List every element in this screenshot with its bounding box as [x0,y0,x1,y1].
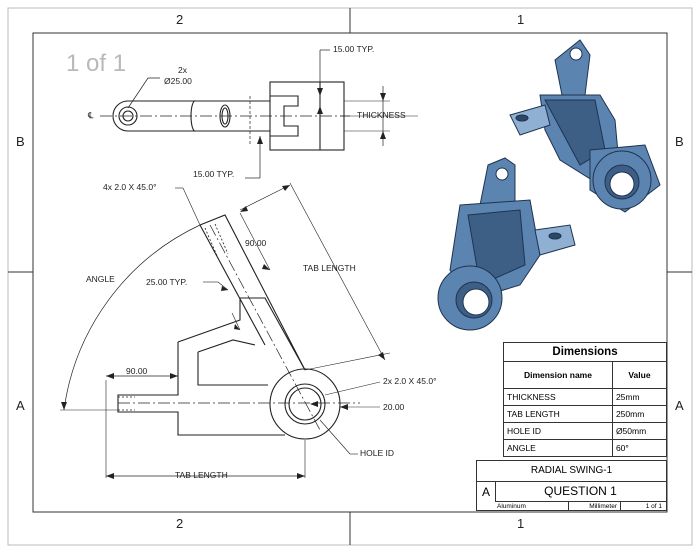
thickness-label: THICKNESS [357,110,406,120]
chamfer-hole-label: 2x 2.0 X 45.0° [383,376,437,386]
value-header: Value [611,361,668,389]
hole-diameter-label: Ø25.00 [164,76,192,86]
dimension-name-cell: THICKNESS [503,388,613,406]
angle-label: ANGLE [86,274,115,284]
chamfer-label: 4x 2.0 X 45.0° [103,182,157,192]
drawing-title: QUESTION 1 [495,481,666,502]
typ-25-label: 25.00 TYP. [146,277,188,287]
dimension-name-cell: ANGLE [503,439,613,457]
zone-label-left-b: B [16,134,25,149]
table-row: ANGLE 60° [503,439,668,457]
typ-top-label: 15.00 TYP. [333,44,375,54]
dim-20-label: 20.00 [383,402,405,412]
typ-bottom-label: 15.00 TYP. [193,169,235,179]
zone-label-bottom-2: 2 [176,516,184,531]
part-name: RADIAL SWING-1 [477,461,666,482]
zone-label-right-a: A [675,398,684,413]
sheet-label: 1 of 1 [645,503,662,510]
dimensions-table-title: Dimensions [503,342,667,362]
units-label: Millimeter [569,502,621,511]
zone-label-top-2: 2 [176,12,184,27]
table-row: THICKNESS 25mm [503,388,668,406]
zone-label-top-1: 1 [517,12,525,27]
front-view [60,182,391,478]
hole-count-label: 2x [178,65,187,75]
isometric-view-1 [509,39,661,213]
table-row: TAB LENGTH 250mm [503,405,668,423]
front-view-arrows [61,185,385,479]
isometric-view-2 [437,157,576,331]
dimension-value-cell: 25mm [611,388,668,406]
table-row: HOLE ID Ø50mm [503,422,668,440]
top-view-arrows [257,88,386,144]
tab-length-bottom-label: TAB LENGTH [175,470,228,480]
dimension-name-header: Dimension name [503,361,613,389]
zone-label-left-a: A [16,398,25,413]
material-label: Aluminum [477,502,569,511]
title-block: RADIAL SWING-1 A QUESTION 1 Aluminum Mil… [476,460,667,511]
dimension-value-cell: 250mm [611,405,668,423]
dim-90-vertical-label: 90.00 [245,238,267,248]
dimension-name-cell: TAB LENGTH [503,405,613,423]
sheet-number: 1 of 1 [66,50,127,77]
dimensions-table: Dimensions Dimension name Value THICKNES… [503,342,668,457]
dimension-name-cell: HOLE ID [503,422,613,440]
tab-length-diag-label: TAB LENGTH [303,263,356,273]
dimension-value-cell: 60° [611,439,668,457]
dim-90-horizontal-label: 90.00 [126,366,148,376]
revision-label: A [477,481,496,501]
hole-id-label: HOLE ID [360,448,395,458]
dimension-value-cell: Ø50mm [611,422,668,440]
zone-label-bottom-1: 1 [517,516,525,531]
zone-label-right-b: B [675,134,684,149]
centerline-symbol: ℄ [88,110,94,120]
